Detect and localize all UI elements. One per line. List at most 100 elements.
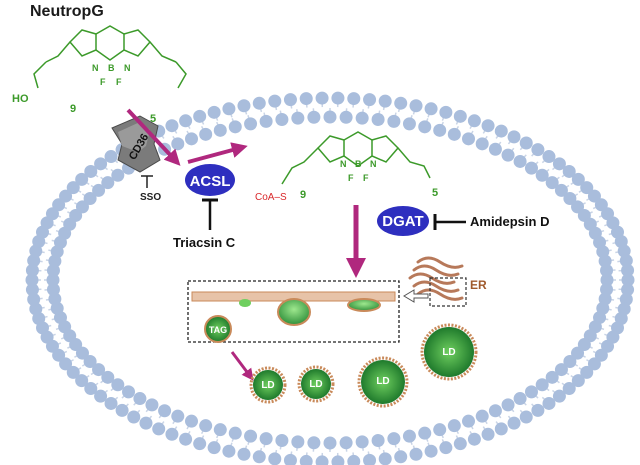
- membrane-head: [101, 370, 115, 384]
- membrane-head: [92, 363, 106, 377]
- membrane-head: [475, 409, 489, 423]
- membrane-head: [104, 150, 118, 164]
- membrane-head: [513, 392, 527, 406]
- lipid-droplets: [249, 323, 478, 408]
- membrane-head: [409, 99, 423, 113]
- membrane-head: [439, 105, 453, 119]
- dye-atom-b: B: [108, 63, 115, 73]
- cell-membrane-bilayer: [25, 91, 635, 465]
- membrane-head: [193, 437, 207, 451]
- membrane-head: [268, 452, 282, 465]
- membrane-head: [207, 105, 221, 119]
- membrane-head: [347, 92, 361, 106]
- membrane-head: [66, 181, 80, 195]
- membrane-head: [213, 423, 227, 437]
- membrane-head: [433, 423, 447, 437]
- sso-inhibition: [141, 175, 153, 188]
- membrane-head: [27, 292, 41, 306]
- title: NeutropG: [30, 3, 104, 20]
- membrane-head: [222, 102, 236, 116]
- membrane-head: [571, 346, 585, 360]
- membrane-head: [554, 363, 568, 377]
- membrane-head: [507, 416, 521, 430]
- membrane-head: [494, 422, 508, 436]
- membrane-head: [562, 382, 576, 396]
- membrane-head: [268, 94, 282, 108]
- membrane-head: [94, 157, 108, 171]
- membrane-head: [84, 382, 98, 396]
- membrane-head: [259, 432, 273, 446]
- membrane-head: [552, 389, 566, 403]
- membrane-head: [315, 91, 329, 105]
- dye-atom-n1: N: [92, 63, 99, 73]
- membrane-head: [378, 94, 392, 108]
- membrane-head: [275, 112, 289, 126]
- membrane-head: [363, 453, 377, 465]
- membrane-head: [621, 273, 635, 287]
- membrane-head: [259, 114, 273, 128]
- membrane-head: [501, 148, 515, 162]
- membrane-head: [59, 189, 73, 203]
- membrane-head: [519, 136, 533, 150]
- membrane-head: [228, 426, 242, 440]
- ld-release-arrow: [230, 351, 254, 381]
- membrane-head: [185, 132, 198, 146]
- er-cisterna: [412, 264, 460, 277]
- membrane-head: [387, 114, 401, 128]
- membrane-head: [331, 455, 345, 465]
- endoplasmic-reticulum: [408, 256, 464, 301]
- membrane-head: [122, 385, 136, 399]
- membrane-head: [371, 112, 385, 126]
- membrane-head: [25, 263, 39, 277]
- membrane-head: [387, 432, 401, 446]
- membrane-head: [475, 137, 489, 151]
- membrane-head: [244, 429, 258, 443]
- membrane-head: [545, 370, 559, 384]
- membrane-head: [46, 282, 60, 296]
- membrane-head: [552, 157, 566, 171]
- lipid-droplet-rim: [297, 365, 335, 403]
- membrane-head: [580, 365, 594, 379]
- acyl-atom-n2: N: [370, 159, 377, 169]
- membrane-head: [331, 91, 345, 105]
- ld-label-1: LD: [261, 380, 275, 391]
- membrane-head: [531, 143, 545, 157]
- membrane-head: [545, 176, 559, 190]
- membrane-head: [46, 273, 60, 287]
- tag-label: TAG: [208, 325, 228, 335]
- membrane-head: [83, 355, 97, 368]
- membrane-head: [179, 432, 193, 446]
- membrane-head: [252, 450, 266, 464]
- membrane-head: [494, 124, 508, 138]
- membrane-head: [104, 396, 118, 410]
- membrane-head: [291, 435, 305, 449]
- membrane-head: [275, 434, 289, 448]
- membrane-head: [323, 110, 337, 124]
- neutropg-dye-structure: [33, 25, 187, 89]
- membrane-head: [158, 404, 172, 418]
- membrane-head: [402, 429, 416, 443]
- activation-arrow: [187, 142, 248, 164]
- membrane-head: [283, 93, 297, 107]
- acyl-coa-dye-structure: [281, 131, 431, 185]
- membrane-head: [52, 198, 66, 212]
- dye-chain-count-right: 5: [150, 113, 157, 125]
- membrane-head: [222, 444, 236, 458]
- membrane-head: [237, 99, 251, 113]
- membrane-head: [563, 355, 577, 368]
- amidepsin-d-label: Amidepsin D: [470, 214, 550, 229]
- lipid-droplet: [253, 370, 283, 400]
- dye-chain-count-left: 9: [70, 103, 77, 115]
- membrane-head: [554, 183, 568, 197]
- triacsin-c-label: Triacsin C: [173, 235, 236, 250]
- acyl-chain-count-right: 5: [432, 187, 439, 199]
- membrane-head: [59, 357, 73, 371]
- er-label: ER: [470, 278, 487, 292]
- membrane-head: [115, 403, 129, 417]
- lipid-droplet: [424, 327, 474, 377]
- membrane-head: [587, 357, 601, 371]
- membrane-head: [535, 168, 549, 182]
- membrane-head: [424, 444, 438, 458]
- membrane-head: [283, 453, 297, 465]
